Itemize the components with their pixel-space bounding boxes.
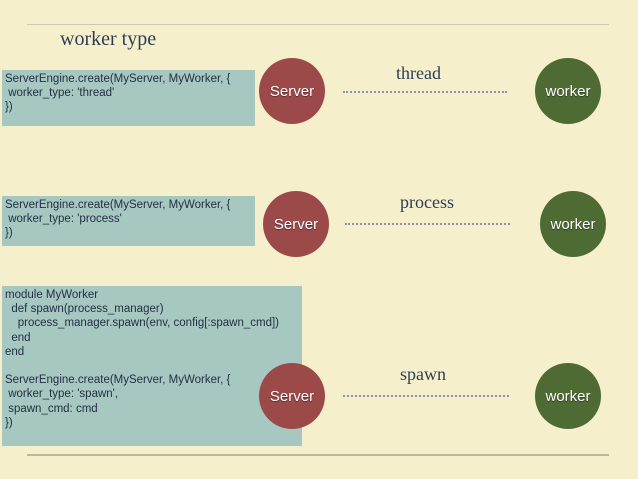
label-thread: thread [396,63,441,83]
slide-title: worker type [60,28,157,50]
worker-node-thread: worker [535,58,601,124]
server-node-thread: Server [259,58,325,124]
connector-thread [343,91,507,93]
server-node-process: Server [263,191,329,257]
code-block-thread: ServerEngine.create(MyServer, MyWorker, … [2,70,255,126]
worker-node-spawn: worker [535,363,601,429]
bottom-divider [27,454,609,456]
label-process: process [400,192,454,212]
worker-node-process: worker [540,191,606,257]
code-block-spawn: module MyWorker def spawn(process_manage… [2,286,302,446]
label-spawn: spawn [400,364,446,384]
code-block-process: ServerEngine.create(MyServer, MyWorker, … [2,196,255,246]
connector-process [345,223,510,225]
connector-spawn [343,395,509,397]
top-divider [27,24,609,25]
server-node-spawn: Server [259,363,325,429]
